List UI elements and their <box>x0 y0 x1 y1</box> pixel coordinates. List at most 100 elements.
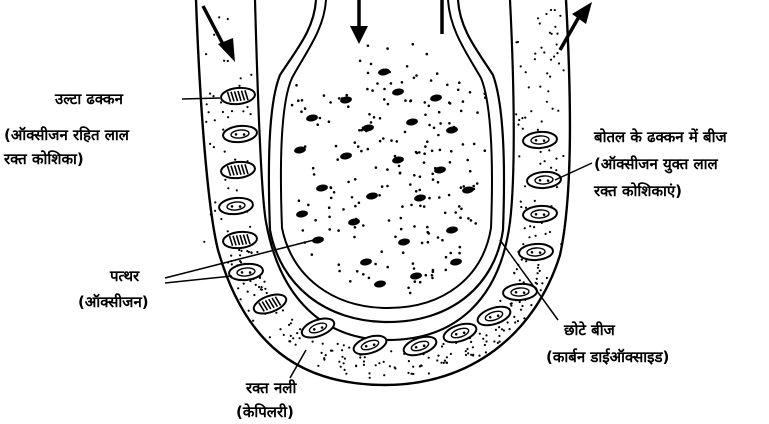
plasma-dot <box>549 231 551 233</box>
oxygen-stone <box>446 126 459 135</box>
air-dot <box>462 100 465 103</box>
plasma-dot <box>243 283 245 285</box>
plasma-dot <box>450 353 452 355</box>
air-dot <box>354 226 357 229</box>
plasma-dot <box>539 270 541 272</box>
plasma-dot <box>227 230 229 232</box>
plasma-dot <box>549 76 551 78</box>
plasma-dot <box>535 235 537 237</box>
plasma-dot <box>378 362 380 364</box>
air-dot <box>460 208 463 211</box>
air-dot <box>426 53 429 56</box>
air-dot <box>439 122 442 125</box>
plasma-dot <box>292 337 294 339</box>
air-dot <box>415 151 418 154</box>
air-dot <box>386 266 389 269</box>
air-dot <box>378 194 381 197</box>
plasma-dot <box>511 302 513 304</box>
plasma-dot <box>223 60 225 62</box>
air-dot <box>445 269 448 272</box>
air-dot <box>431 277 434 280</box>
air-dot <box>469 170 472 173</box>
plasma-dot <box>227 116 229 118</box>
plasma-dot <box>421 365 423 367</box>
air-dot <box>338 263 341 266</box>
oxygenated-red-blood-cell <box>401 333 438 359</box>
air-dot <box>462 143 465 146</box>
air-dot <box>449 161 452 164</box>
deoxygenated-red-blood-cell <box>220 160 255 179</box>
air-dot <box>431 173 434 176</box>
oxygen-stone <box>410 272 423 281</box>
air-dot <box>419 175 422 178</box>
air-dot <box>426 140 429 143</box>
air-dot <box>409 292 412 295</box>
plasma-dot <box>236 189 238 191</box>
plasma-dot <box>343 344 345 346</box>
air-dot <box>427 241 430 244</box>
air-dot <box>474 222 477 225</box>
air-dot <box>394 236 397 239</box>
air-dot <box>459 216 462 219</box>
deoxygenated-red-blood-cell <box>251 291 288 318</box>
plasma-dot <box>537 267 539 269</box>
air-dot <box>413 225 416 228</box>
plasma-dot <box>539 22 541 24</box>
air-dot <box>383 98 386 101</box>
plasma-dot <box>563 69 565 71</box>
plasma-dot <box>520 206 522 208</box>
air-dot <box>379 140 382 143</box>
air-dot <box>359 60 362 63</box>
air-dot <box>418 151 421 154</box>
air-dot <box>319 117 322 120</box>
plasma-dot <box>559 15 561 17</box>
air-dot <box>371 89 374 92</box>
plasma-dot <box>255 284 257 286</box>
air-dot <box>445 256 448 259</box>
plasma-dot <box>224 179 226 181</box>
plasma-dot <box>547 90 549 92</box>
plasma-dot <box>545 233 547 235</box>
plasma-dot <box>507 321 509 323</box>
oxygen-stones <box>294 68 475 289</box>
air-dot <box>357 145 360 148</box>
plasma-dot <box>521 117 523 119</box>
air-dot <box>425 274 428 277</box>
plasma-dot <box>383 374 385 376</box>
plasma-dot <box>514 321 516 323</box>
plasma-dot <box>411 373 413 375</box>
plasma-dot <box>227 187 229 189</box>
plasma-dot <box>246 106 248 108</box>
plasma-dot <box>528 236 530 238</box>
plasma-dot <box>364 356 366 358</box>
air-dot <box>328 216 331 219</box>
air-dot <box>382 137 385 140</box>
plasma-dot <box>247 291 249 293</box>
oxygen-stone <box>450 258 463 267</box>
air-dot <box>367 44 370 47</box>
plasma-dot <box>529 225 531 227</box>
plasma-dot <box>497 342 499 344</box>
air-dot <box>430 79 433 82</box>
plasma-dot <box>337 343 339 345</box>
plasma-dot <box>562 155 564 157</box>
plasma-dot <box>205 121 207 123</box>
plasma-dot <box>341 349 343 351</box>
air-dot <box>390 82 393 85</box>
plasma-dot <box>261 286 263 288</box>
plasma-dot <box>363 364 365 366</box>
plasma-dot <box>521 305 523 307</box>
plasma-dot <box>465 350 467 352</box>
plasma-dot <box>513 316 515 318</box>
plasma-dot <box>290 335 292 337</box>
plasma-dot <box>213 34 215 36</box>
plasma-dot <box>209 143 211 145</box>
plasma-dot <box>446 356 448 358</box>
air-dot <box>342 208 345 211</box>
air-dot <box>328 120 331 123</box>
plasma-dot <box>269 336 271 338</box>
plasma-dot <box>513 272 515 274</box>
label-bottle-cap-seeds: बोतल के ढक्कन में बीज <box>594 127 727 147</box>
plasma-dot <box>237 287 239 289</box>
oxygen-stone <box>392 88 405 97</box>
